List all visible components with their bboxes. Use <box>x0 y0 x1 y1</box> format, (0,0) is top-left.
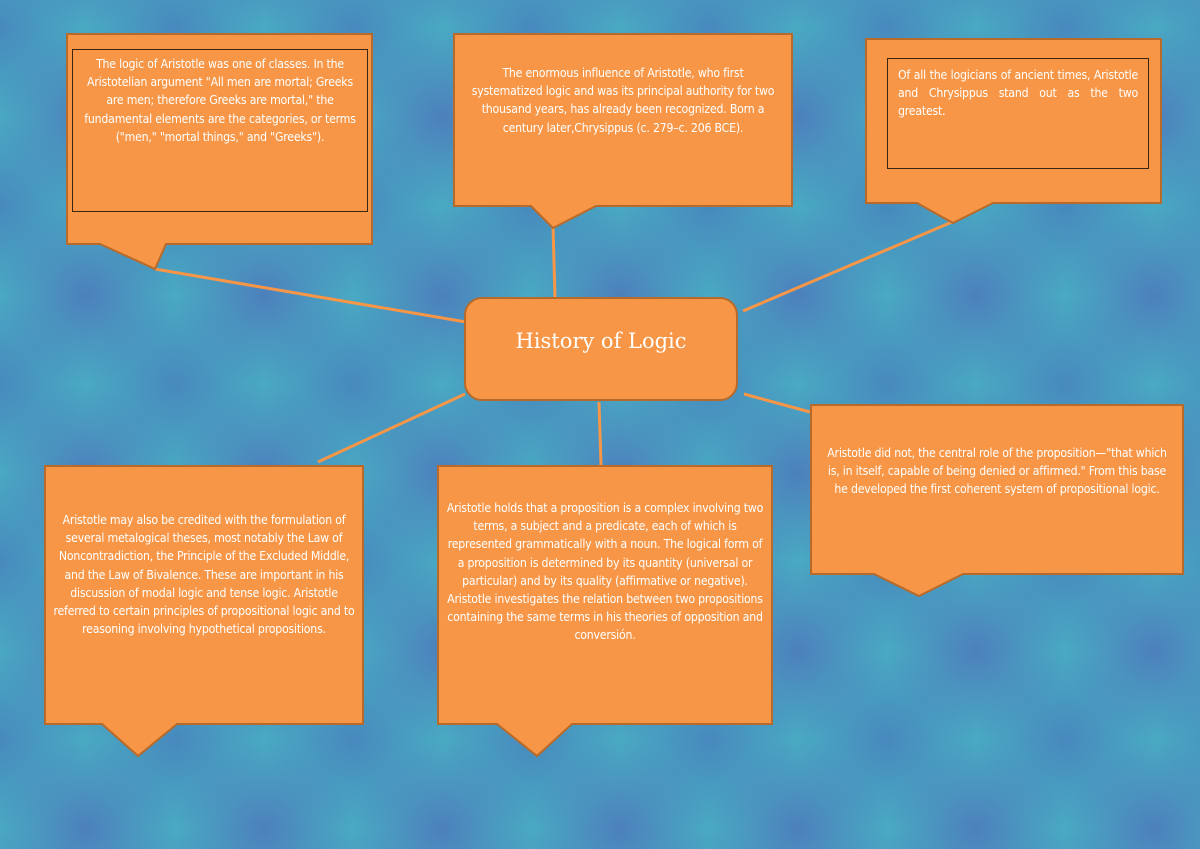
connector-bottom-left <box>317 392 466 464</box>
callout-top-center: The enormous influence of Aristotle, who… <box>453 33 793 230</box>
callout-bottom-center: Aristotle holds that a proposition is a … <box>437 465 773 758</box>
node-text: Of all the logicians of ancient times, A… <box>898 68 1138 119</box>
callout-top-right: Of all the logicians of ancient times, A… <box>865 38 1162 225</box>
node-text: The logic of Aristotle was one of classe… <box>84 57 356 144</box>
inner-frame <box>72 49 368 212</box>
connector-top-left <box>154 267 467 324</box>
central-topic-title: History of Logic <box>515 329 687 353</box>
connector-top-center <box>551 225 557 299</box>
node-text: Aristotle did not, the central role of t… <box>827 446 1167 497</box>
connector-top-right <box>742 220 953 313</box>
callout-top-left: The logic of Aristotle was one of classe… <box>66 33 373 271</box>
node-text: Aristotle holds that a proposition is a … <box>446 501 764 643</box>
callout-bottom-left: Aristotle may also be credited with the … <box>44 465 364 758</box>
callout-right: Aristotle did not, the central role of t… <box>810 404 1184 598</box>
node-text: Aristotle may also be credited with the … <box>53 513 355 637</box>
inner-frame <box>887 58 1149 169</box>
connector-bottom-center <box>597 401 603 466</box>
node-text: The enormous influence of Aristotle, who… <box>471 66 775 135</box>
central-topic-node: History of Logic <box>464 297 738 401</box>
connector-right <box>743 392 811 414</box>
